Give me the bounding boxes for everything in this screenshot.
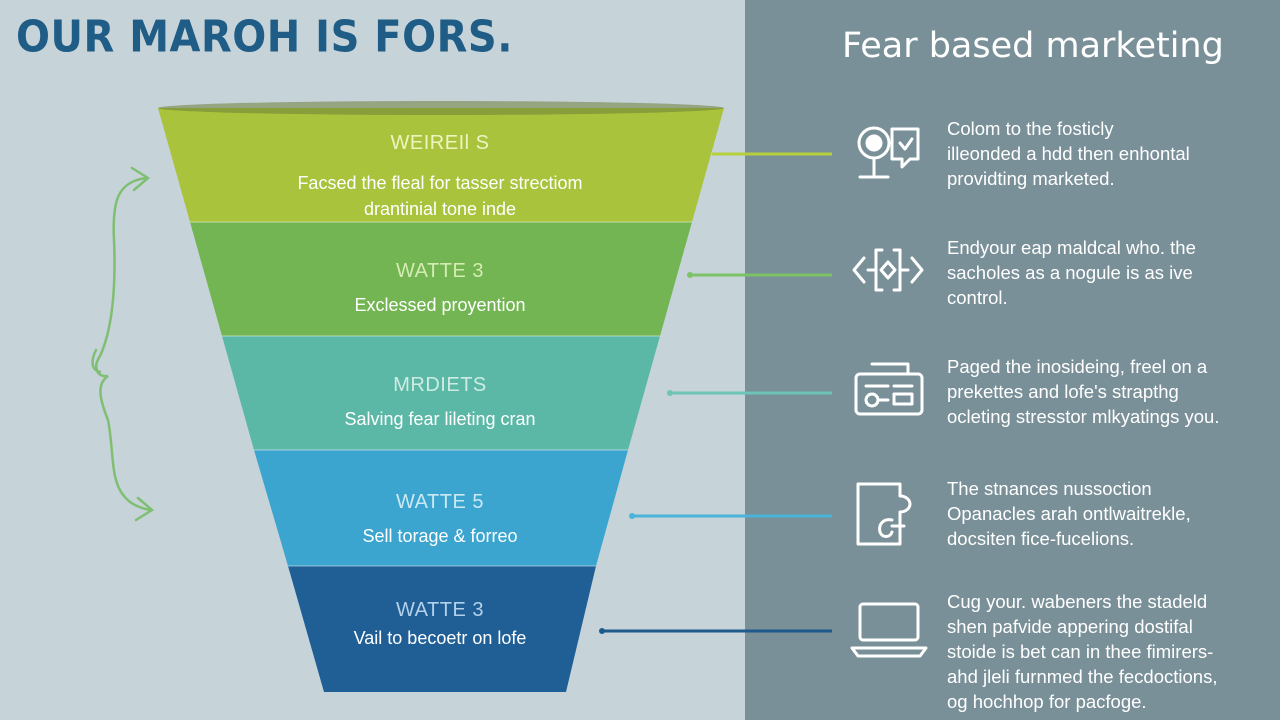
item-1-line-2: illeonded a hdd then enhontal <box>947 143 1190 164</box>
stage-1-heading: WEIREIl S <box>390 132 490 154</box>
stage-1-line-1: Facsed the fleal for tasser strectiom <box>297 173 583 193</box>
stage-2: WATTE 3 Exclessed proyention <box>180 260 700 317</box>
stage-2-line-1: Exclessed proyention <box>354 295 526 315</box>
code-brackets-icon <box>848 232 928 312</box>
item-5-line-3: stoide is bet can in thee fimirers- <box>947 641 1214 662</box>
item-1-line-1: Colom to the fosticly <box>947 118 1114 139</box>
stage-1: WEIREIl S Facsed the fleal for tasser st… <box>180 132 700 221</box>
item-3-line-2: prekettes and lofe's strapthg <box>947 381 1179 402</box>
item-5-line-5: og hochhop for pacfoge. <box>947 691 1147 712</box>
radio-device-icon <box>848 352 928 432</box>
stage-3-heading: MRDIETS <box>393 374 487 396</box>
stage-4-line-1: Sell torage & forreo <box>362 526 518 546</box>
funnel-band-1 <box>158 108 724 222</box>
funnel-band-4 <box>254 450 628 566</box>
stage-4: WATTE 5 Sell torage & forreo <box>180 491 700 548</box>
item-2-line-3: control. <box>947 287 1008 308</box>
item-2-text: Endyour eap maldcal who. the sacholes as… <box>947 235 1272 310</box>
connector-lines <box>599 152 832 634</box>
stage-3-line-1: Salving fear lileting cran <box>344 409 536 429</box>
item-1-line-3: providting marketed. <box>947 168 1115 189</box>
item-4-line-1: The stnances nussoction <box>947 478 1152 499</box>
laptop-icon <box>848 590 928 670</box>
stage-2-heading: WATTE 3 <box>396 260 484 282</box>
item-5-line-1: Cug your. wabeners the stadeld <box>947 591 1208 612</box>
puzzle-icon <box>848 474 928 554</box>
item-4-text: The stnances nussoction Opanacles arah o… <box>947 476 1272 551</box>
stage-5: WATTE 3 Vail to becoetr on lofe <box>180 599 700 650</box>
item-3-line-1: Paged the inosideing, freel on a <box>947 356 1208 377</box>
stage-4-heading: WATTE 5 <box>396 491 484 513</box>
target-chat-icon <box>848 115 928 195</box>
stage-5-line-1: Vail to becoetr on lofe <box>353 628 527 648</box>
item-2-line-2: sacholes as a nogule is as ive <box>947 262 1193 283</box>
item-1-text: Colom to the fosticly illeonded a hdd th… <box>947 116 1272 191</box>
item-4-line-3: docsiten fice-fucelions. <box>947 528 1135 549</box>
stage-3: MRDIETS Salving fear lileting cran <box>180 374 700 431</box>
item-2-line-1: Endyour eap maldcal who. the <box>947 237 1196 258</box>
item-5-line-4: ahd jleli furnmed the fecdoctions, <box>947 666 1218 687</box>
funnel-band-3 <box>222 336 660 450</box>
stage-1-line-2: drantinial tone inde <box>363 199 517 219</box>
item-3-line-3: ocleting stresstor mlkyatings you. <box>947 406 1220 427</box>
item-4-line-2: Opanacles arah ontlwaitrekle, <box>947 503 1191 524</box>
main-title: OUR MAROH IS FORS. <box>16 12 513 63</box>
item-3-text: Paged the inosideing, freel on a prekett… <box>947 354 1272 429</box>
funnel-band-5 <box>288 566 596 692</box>
item-5-line-2: shen pafvide appering dostifal <box>947 616 1193 637</box>
cycle-arrow-icon <box>91 166 155 522</box>
item-5-text: Cug your. wabeners the stadeld shen pafv… <box>947 589 1272 714</box>
panel-title: Fear based marketing <box>842 26 1224 66</box>
funnel-rim <box>158 101 724 115</box>
funnel-band-2 <box>190 222 692 336</box>
stage-5-heading: WATTE 3 <box>396 599 484 621</box>
right-panel <box>745 0 1280 720</box>
